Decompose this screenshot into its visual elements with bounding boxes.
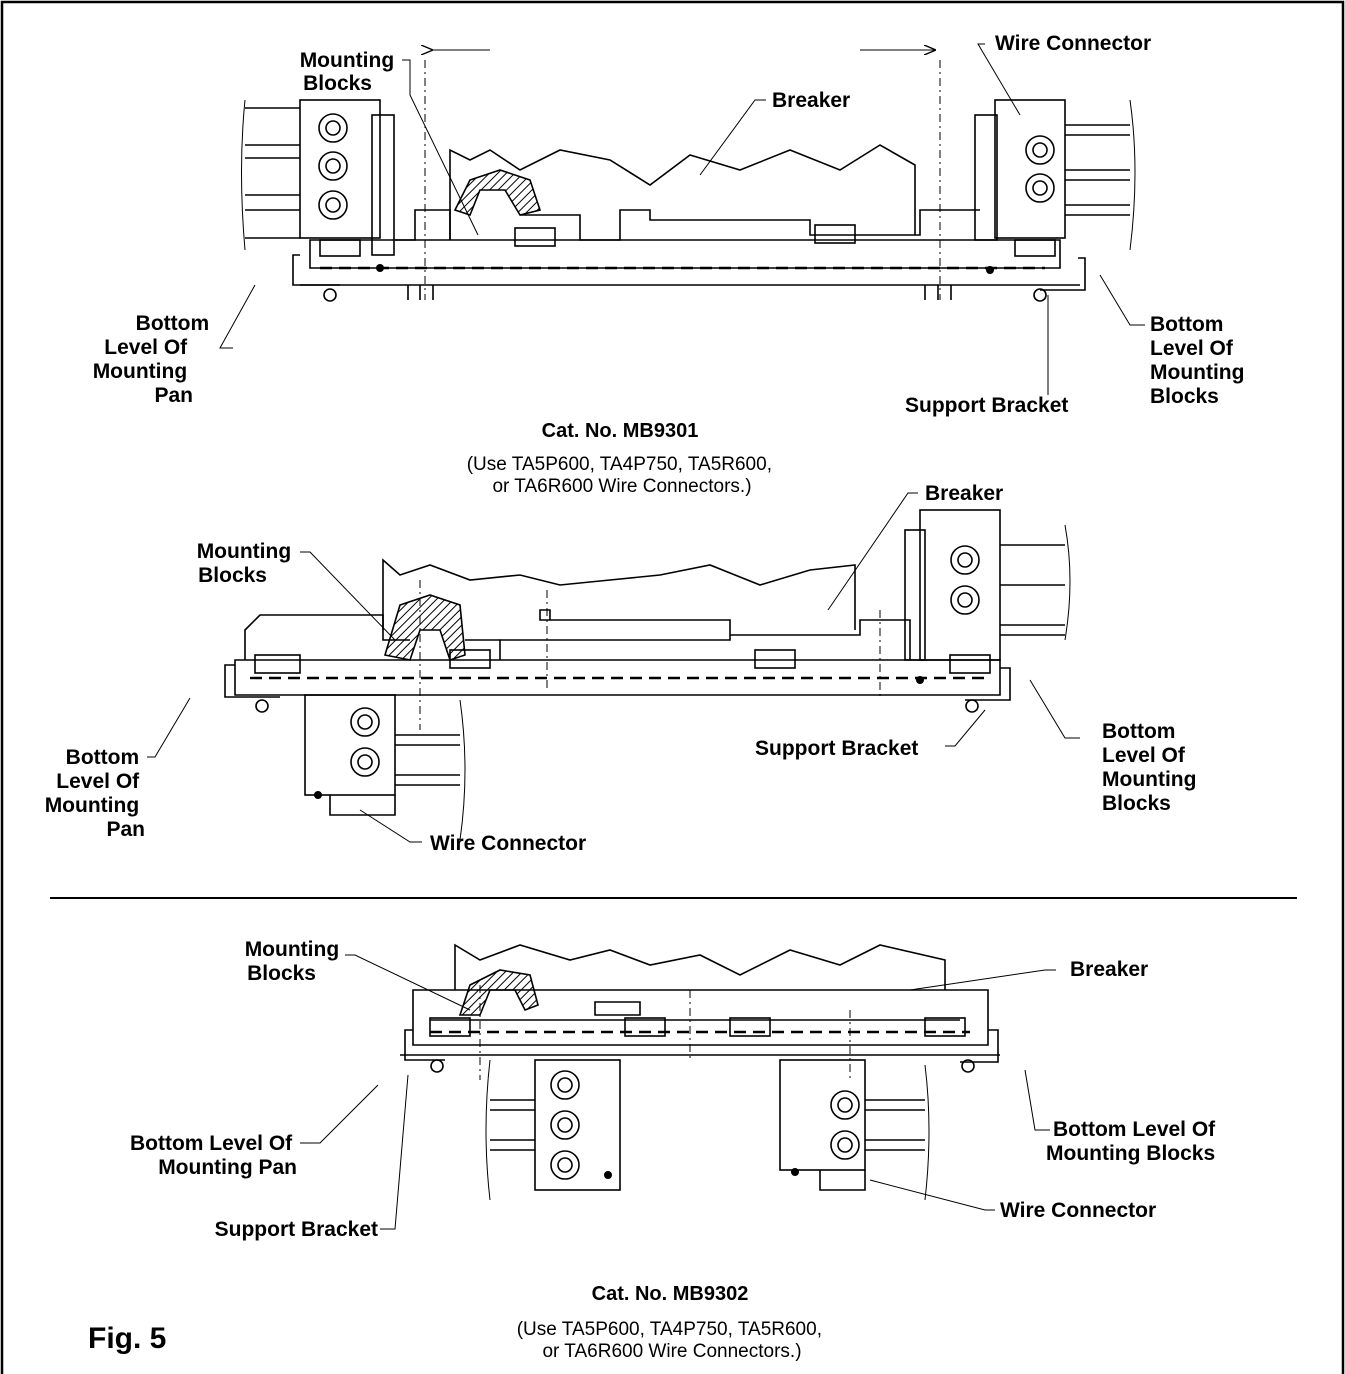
- panel-bottom-leaders: [300, 954, 1056, 1230]
- panel-bottom-labels: Mounting Blocks Breaker Bottom Level Of …: [130, 938, 1221, 1241]
- caption-mb9301: Cat. No. MB9301 (Use TA5P600, TA4P750, T…: [467, 420, 778, 497]
- cat-no-mb9301: Cat. No. MB9301: [542, 420, 699, 442]
- bolt-icon: [350, 707, 380, 777]
- label-breaker: Breaker: [772, 89, 850, 112]
- label-mounting-blocks: Mounting Blocks: [197, 540, 297, 587]
- label-support-bracket: Support Bracket: [755, 737, 918, 760]
- cat-no-mb9302: Cat. No. MB9302: [592, 1283, 749, 1305]
- bolt-icon: [550, 1070, 580, 1180]
- panel-top-leaders: [219, 43, 1145, 395]
- label-breaker: Breaker: [1070, 958, 1148, 981]
- label-wire-connector: Wire Connector: [995, 32, 1151, 55]
- label-bottom-level-of-mounting-blocks: Bottom Level Of Mounting Blocks: [1046, 1118, 1221, 1165]
- label-bottom-level-of-mounting-pan: Bottom Level Of Mounting Pan: [93, 312, 215, 407]
- panel-top-labels: Mounting Blocks Wire Connector Breaker B…: [93, 32, 1250, 417]
- label-bottom-level-of-mounting-pan: Bottom Level Of Mounting Pan: [130, 1132, 298, 1179]
- panel-top-drawing: [241, 50, 1136, 302]
- bolt-icon: [318, 113, 348, 220]
- label-support-bracket: Support Bracket: [905, 394, 1068, 417]
- label-wire-connector: Wire Connector: [430, 832, 586, 855]
- note-mb9302: (Use TA5P600, TA4P750, TA5R600, or TA6R6…: [517, 1319, 828, 1362]
- panel-middle-drawing: [224, 509, 1071, 841]
- label-mounting-blocks: Mounting Blocks: [245, 938, 345, 985]
- label-bottom-level-of-mounting-blocks: Bottom Level Of Mounting Blocks: [1102, 720, 1202, 815]
- label-mounting-blocks: Mounting Blocks: [300, 49, 400, 95]
- label-bottom-level-of-mounting-blocks: Bottom Level Of Mounting Blocks: [1150, 313, 1250, 408]
- caption-mb9302: Cat. No. MB9302 (Use TA5P600, TA4P750, T…: [517, 1283, 828, 1362]
- panel-middle-leaders: [147, 492, 1080, 843]
- label-wire-connector: Wire Connector: [1000, 1199, 1156, 1222]
- note-mb9301: (Use TA5P600, TA4P750, TA5R600, or TA6R6…: [467, 454, 778, 497]
- panel-middle-labels: Breaker Mounting Blocks Support Bracket …: [45, 482, 1202, 855]
- label-bottom-level-of-mounting-pan: Bottom Level Of Mounting Pan: [45, 746, 145, 841]
- label-support-bracket: Support Bracket: [215, 1218, 378, 1241]
- bolt-icon: [950, 545, 980, 615]
- panel-bottom-drawing: [400, 943, 1000, 1201]
- bolt-icon: [830, 1090, 860, 1160]
- label-breaker: Breaker: [925, 482, 1003, 505]
- bolt-icon: [1025, 135, 1055, 203]
- figure-label: Fig. 5: [88, 1322, 166, 1355]
